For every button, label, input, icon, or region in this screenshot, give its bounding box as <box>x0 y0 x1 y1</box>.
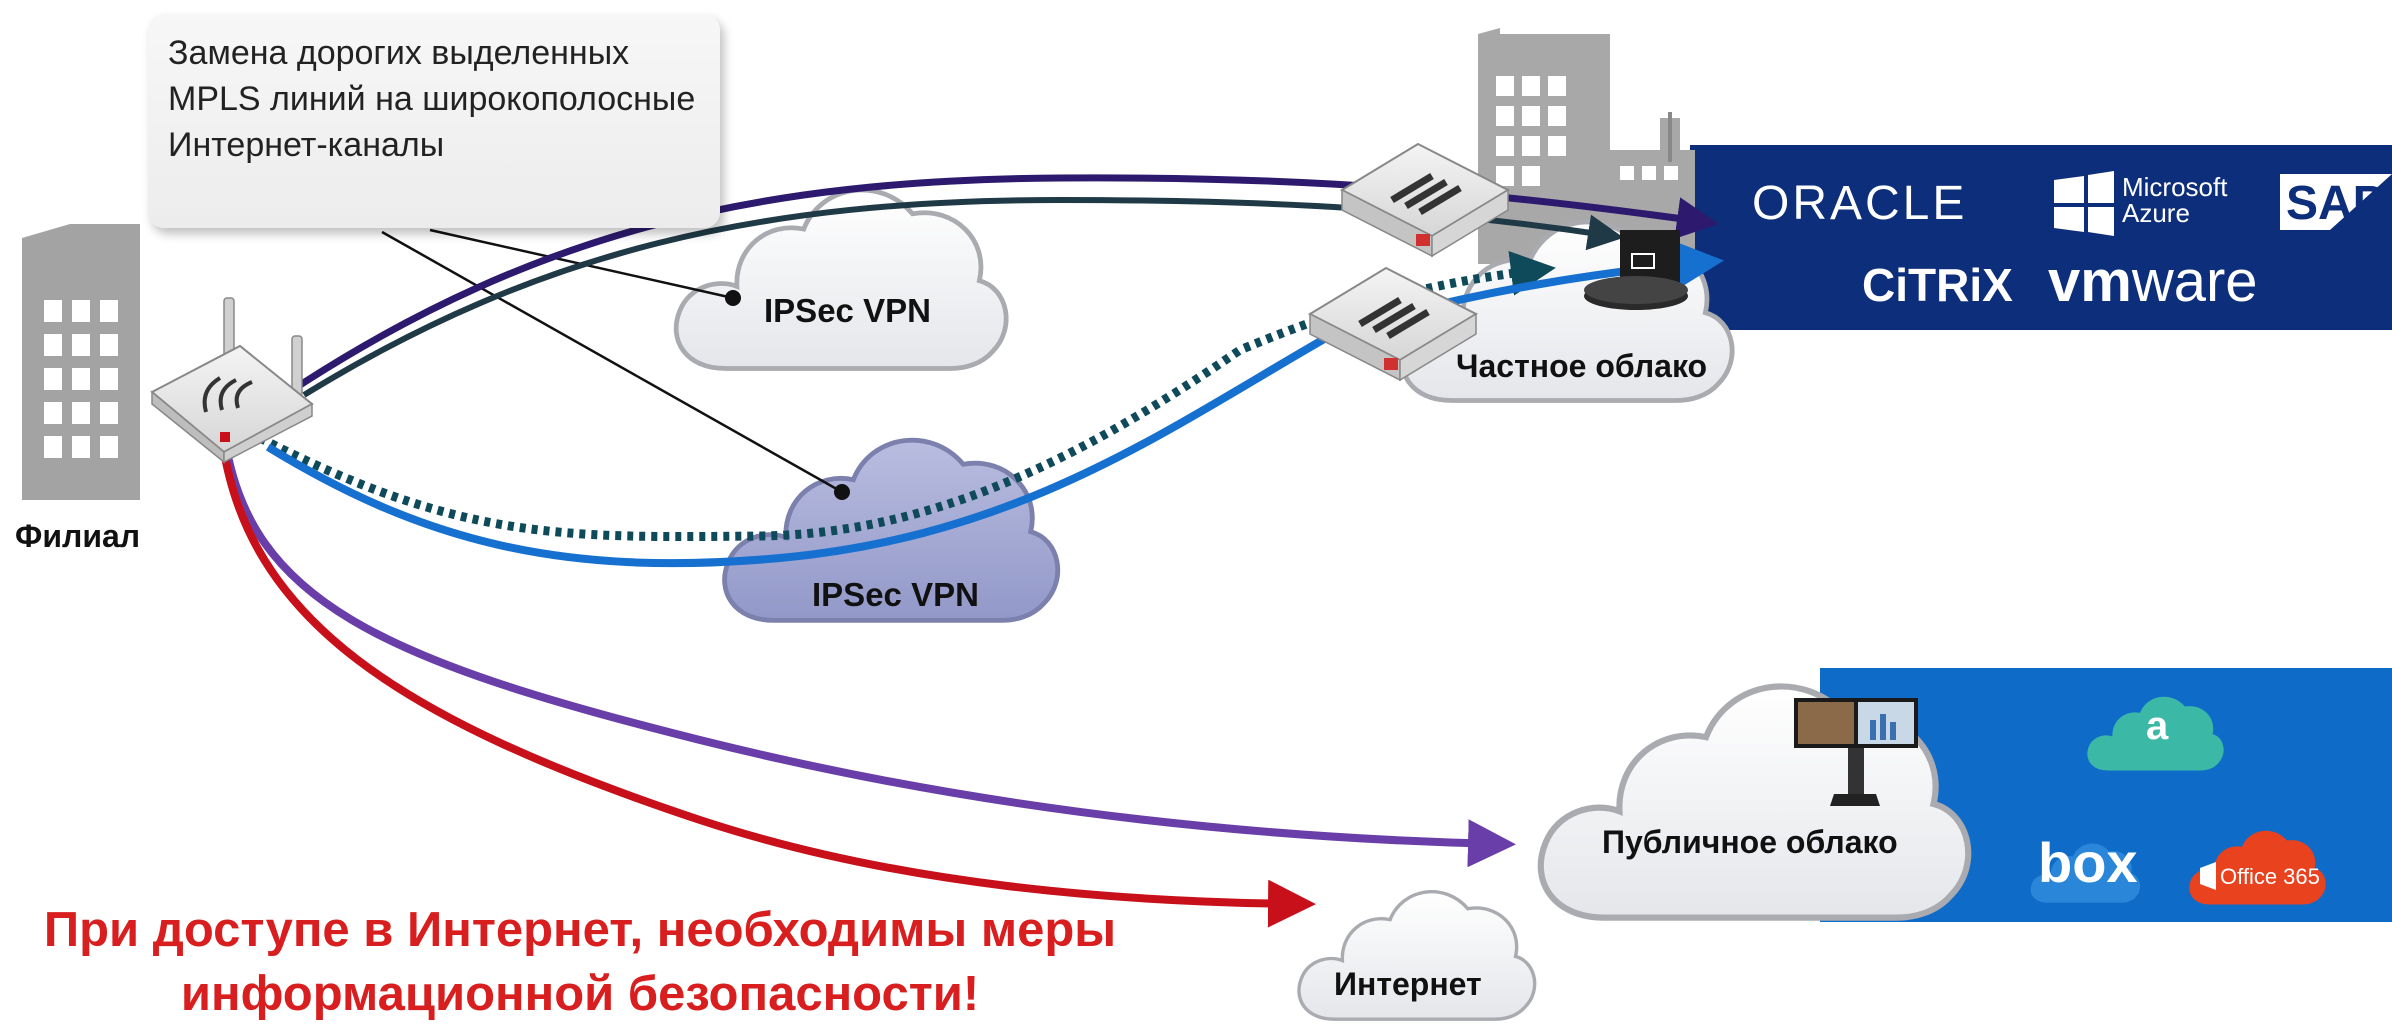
sap-logo: SAP <box>2286 177 2385 230</box>
azure-logo-text-2: Azure <box>2122 198 2190 228</box>
office365-logo: Office 365 <box>2220 864 2320 889</box>
vmware-logo-vm: vm <box>2048 249 2132 314</box>
security-warning: При доступе в Интернет, необходимы меры … <box>0 898 1170 1026</box>
private-cloud-band <box>1690 145 2392 330</box>
firewall-appliance-icon-2 <box>1307 266 1479 382</box>
branch-router-icon <box>150 297 314 464</box>
path-red-to-internet <box>218 437 1316 928</box>
azure-logo-text-1: Microsoft <box>2122 172 2228 202</box>
amazon-logo: a <box>2146 704 2169 748</box>
ipsec-vpn-label-2: IPSec VPN <box>812 576 979 613</box>
firewall-appliance-icon-1 <box>1339 142 1511 258</box>
box-logo: box <box>2038 831 2138 894</box>
internet-label: Интернет <box>1334 966 1482 1002</box>
security-warning-line-1: При доступе в Интернет, необходимы меры <box>43 903 1117 957</box>
vmware-logo: vmware <box>2048 248 2258 315</box>
path-dotted-vpn-to-datacenter <box>257 250 1556 542</box>
security-warning-line-2: информационной безопасности! <box>180 967 980 1021</box>
public-cloud-label: Публичное облако <box>1602 824 1898 860</box>
citrix-logo: CiTRiX <box>1862 259 2013 311</box>
branch-building-icon <box>22 224 140 500</box>
ipsec-vpn-label-1: IPSec VPN <box>764 292 931 329</box>
office-logo-icon <box>2200 862 2216 890</box>
callout-mpls-replacement: Замена дорогих выделенных MPLS линий на … <box>148 14 720 228</box>
callout-pointer-dot-2 <box>834 484 850 500</box>
private-cloud-label: Частное облако <box>1456 348 1708 384</box>
azure-logo-icon <box>2054 171 2114 236</box>
path-blue-to-private-apps <box>265 241 1724 568</box>
callout-pointer-dot-1 <box>725 290 741 306</box>
branch-label: Филиал <box>15 518 141 554</box>
ipsec-vpn-cloud-1 <box>676 190 1006 368</box>
path-purple-to-public-cloud <box>221 439 1516 868</box>
vmware-logo-ware: ware <box>2131 249 2258 314</box>
telepresence-kiosk-icon <box>1794 698 1918 806</box>
server-icon <box>1584 230 1688 310</box>
oracle-logo: ORACLE <box>1752 177 1968 230</box>
callout-text: Замена дорогих выделенных MPLS линий на … <box>168 34 696 164</box>
sap-logo-icon <box>2280 174 2392 230</box>
